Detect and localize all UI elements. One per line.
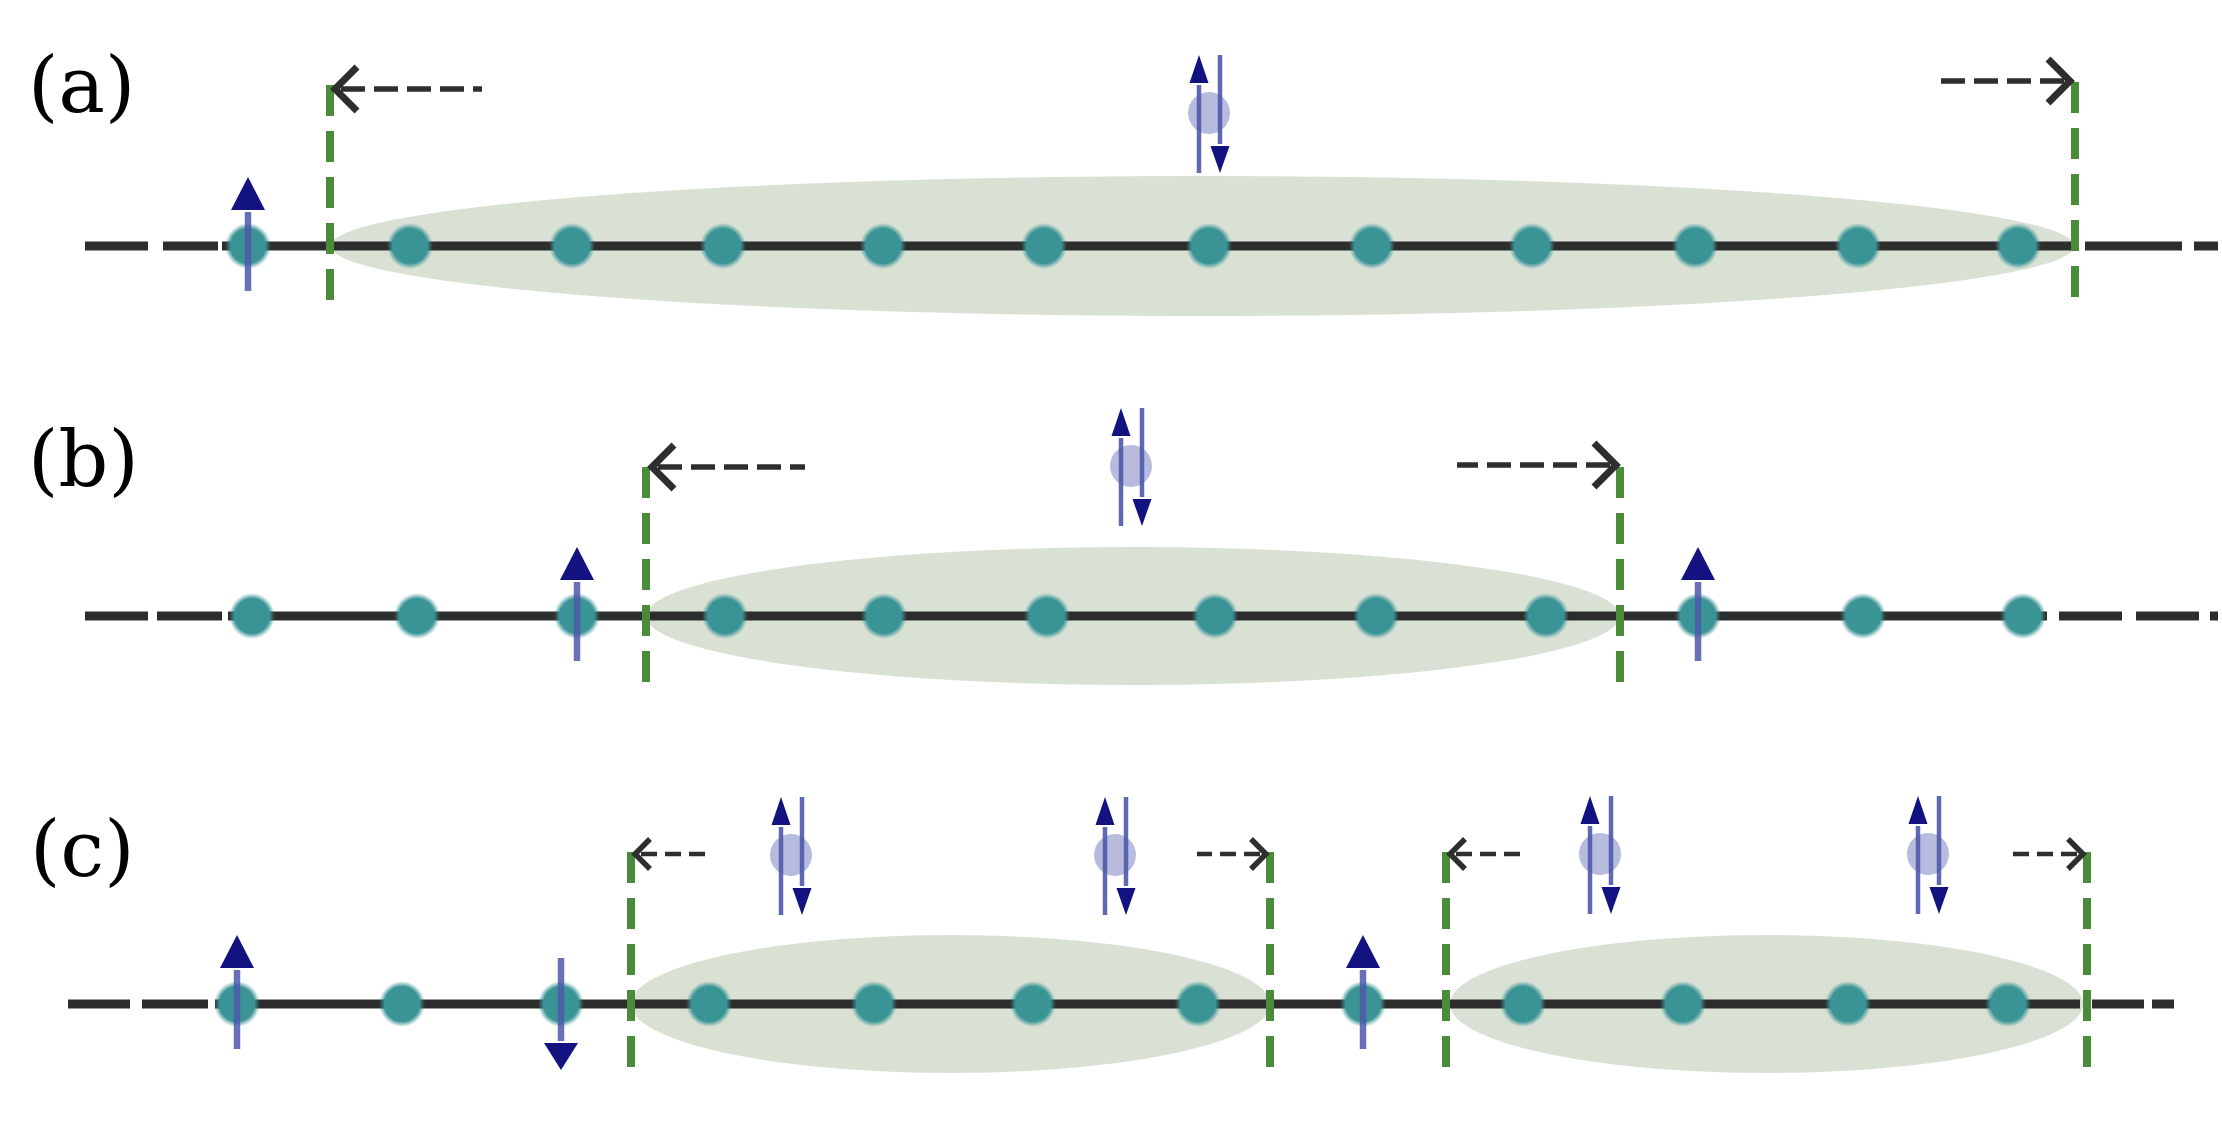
singlet-circle — [1188, 92, 1230, 134]
motion-arrow-head — [1591, 440, 1621, 490]
singlet-circle — [1094, 834, 1136, 876]
spin-up-arrow-head — [1681, 547, 1715, 580]
singlet-pair-symbol — [1188, 55, 1230, 173]
motion-arrow-head — [631, 837, 652, 871]
lattice-site-dot — [1825, 981, 1871, 1027]
motion-arrow-head — [330, 64, 360, 114]
boundary-motion-arrow-left — [647, 442, 805, 492]
lattice-site-dot — [1353, 593, 1399, 639]
panel-b-label: (b) — [28, 415, 139, 505]
singlet-circle — [1907, 833, 1949, 875]
singlet-down-arrow-head — [1210, 146, 1230, 173]
lattice-site-dot — [1672, 223, 1718, 269]
motion-arrow-head — [1249, 837, 1270, 871]
lattice-site-dot — [229, 593, 275, 639]
spin-down-arrow-head — [544, 1043, 578, 1070]
lattice-site-dot — [1175, 981, 1221, 1027]
boundary-motion-arrow-left — [631, 837, 708, 871]
motion-arrow-head — [2066, 837, 2087, 871]
boundary-motion-arrow-right — [2007, 837, 2087, 871]
singlet-pair-symbol — [770, 797, 812, 915]
singlet-up-arrow-head — [1111, 408, 1131, 436]
boundary-motion-arrow-right — [1197, 837, 1270, 871]
spin-up-arrow-head — [1346, 935, 1380, 968]
motion-arrow-head — [2045, 56, 2075, 106]
singlet-pair-symbol — [1907, 796, 1949, 914]
singlet-up-arrow-head — [771, 797, 791, 825]
lattice-site-dot — [702, 593, 748, 639]
singlet-down-arrow-head — [1116, 888, 1136, 915]
lattice-site-dot — [1192, 593, 1238, 639]
lattice-site-dot — [851, 981, 897, 1027]
lattice-site-dot — [1021, 223, 1067, 269]
boundary-motion-arrow-left — [1446, 837, 1523, 871]
lattice-site-dot — [1840, 593, 1886, 639]
singlet-circle — [1110, 445, 1152, 487]
boundary-motion-arrow-right — [1457, 440, 1621, 490]
lattice-site-dot — [379, 981, 425, 1027]
singlet-circle — [770, 834, 812, 876]
lattice-site-dot — [1349, 223, 1395, 269]
panel-b — [85, 408, 2218, 687]
spin-up-arrow-head — [231, 177, 265, 210]
panel-c-label: (c) — [30, 805, 135, 895]
singlet-pair-symbol — [1094, 797, 1136, 915]
motion-arrow-head — [647, 442, 677, 492]
lattice-site-dot — [1500, 981, 1546, 1027]
lattice-site-dot — [1024, 593, 1070, 639]
lattice-site-dot — [686, 981, 732, 1027]
lattice-site-dot — [861, 593, 907, 639]
lattice-site-dot — [1835, 223, 1881, 269]
singlet-pair-symbol — [1110, 408, 1152, 526]
lattice-site-dot — [1010, 981, 1056, 1027]
singlet-pair-symbol — [1579, 796, 1621, 914]
singlet-up-arrow-head — [1189, 55, 1209, 83]
singlet-down-arrow-head — [792, 888, 812, 915]
lattice-site-dot — [1509, 223, 1555, 269]
lattice-site-dot — [1995, 223, 2041, 269]
boundary-motion-arrow-right — [1937, 56, 2075, 106]
singlet-up-arrow-head — [1095, 797, 1115, 825]
singlet-down-arrow-head — [1601, 887, 1621, 914]
spin-up-arrow-head — [560, 547, 594, 580]
lattice-site-dot — [549, 223, 595, 269]
lattice-site-dot — [860, 223, 906, 269]
singlet-up-arrow-head — [1908, 796, 1928, 824]
lattice-site-dot — [1985, 981, 2031, 1027]
lattice-site-dot — [387, 223, 433, 269]
lattice-site-dot — [2000, 593, 2046, 639]
panel-c — [68, 796, 2174, 1073]
spin-up-arrow-head — [220, 935, 254, 968]
singlet-down-arrow-head — [1132, 499, 1152, 526]
lattice-site-dot — [1186, 223, 1232, 269]
lattice-site-dot — [1660, 981, 1706, 1027]
singlet-circle — [1579, 833, 1621, 875]
lattice-site-dot — [700, 223, 746, 269]
panel-a — [85, 55, 2218, 316]
panel-a-label: (a) — [28, 41, 136, 131]
lattice-site-dot — [1523, 593, 1569, 639]
singlet-down-arrow-head — [1929, 887, 1949, 914]
motion-arrow-head — [1446, 837, 1467, 871]
boundary-motion-arrow-left — [330, 64, 482, 114]
singlet-up-arrow-head — [1580, 796, 1600, 824]
lattice-site-dot — [394, 593, 440, 639]
